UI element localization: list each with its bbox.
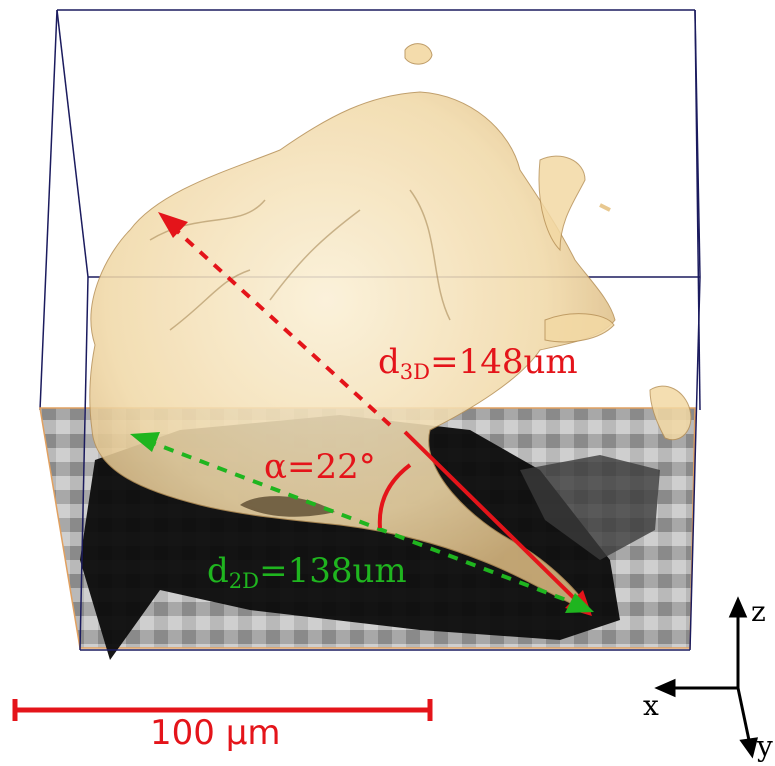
d2d-subscript: 2D — [228, 567, 260, 593]
cell-body — [89, 43, 692, 613]
angle-arc — [377, 463, 412, 529]
axis-y-label: y — [757, 730, 773, 763]
axis-x-label: x — [643, 689, 659, 722]
scale-bar — [12, 699, 433, 721]
d2d-label: d2D=138um — [207, 554, 407, 591]
d2d-symbol: d — [207, 551, 229, 591]
d3d-label: d3D=148um — [378, 345, 578, 382]
bounding-box-front — [79, 276, 701, 651]
d2d-vector — [130, 432, 594, 613]
d3d-subscript: 3D — [399, 358, 431, 384]
d3d-symbol: d — [378, 342, 400, 382]
axis-z-label: z — [751, 595, 766, 628]
angle-label: α=22° — [264, 447, 376, 487]
d3d-value: =148um — [430, 342, 578, 382]
d2d-value: =138um — [259, 551, 407, 591]
axes-triad — [654, 596, 758, 759]
scale-bar-label: 100 µm — [150, 713, 281, 753]
